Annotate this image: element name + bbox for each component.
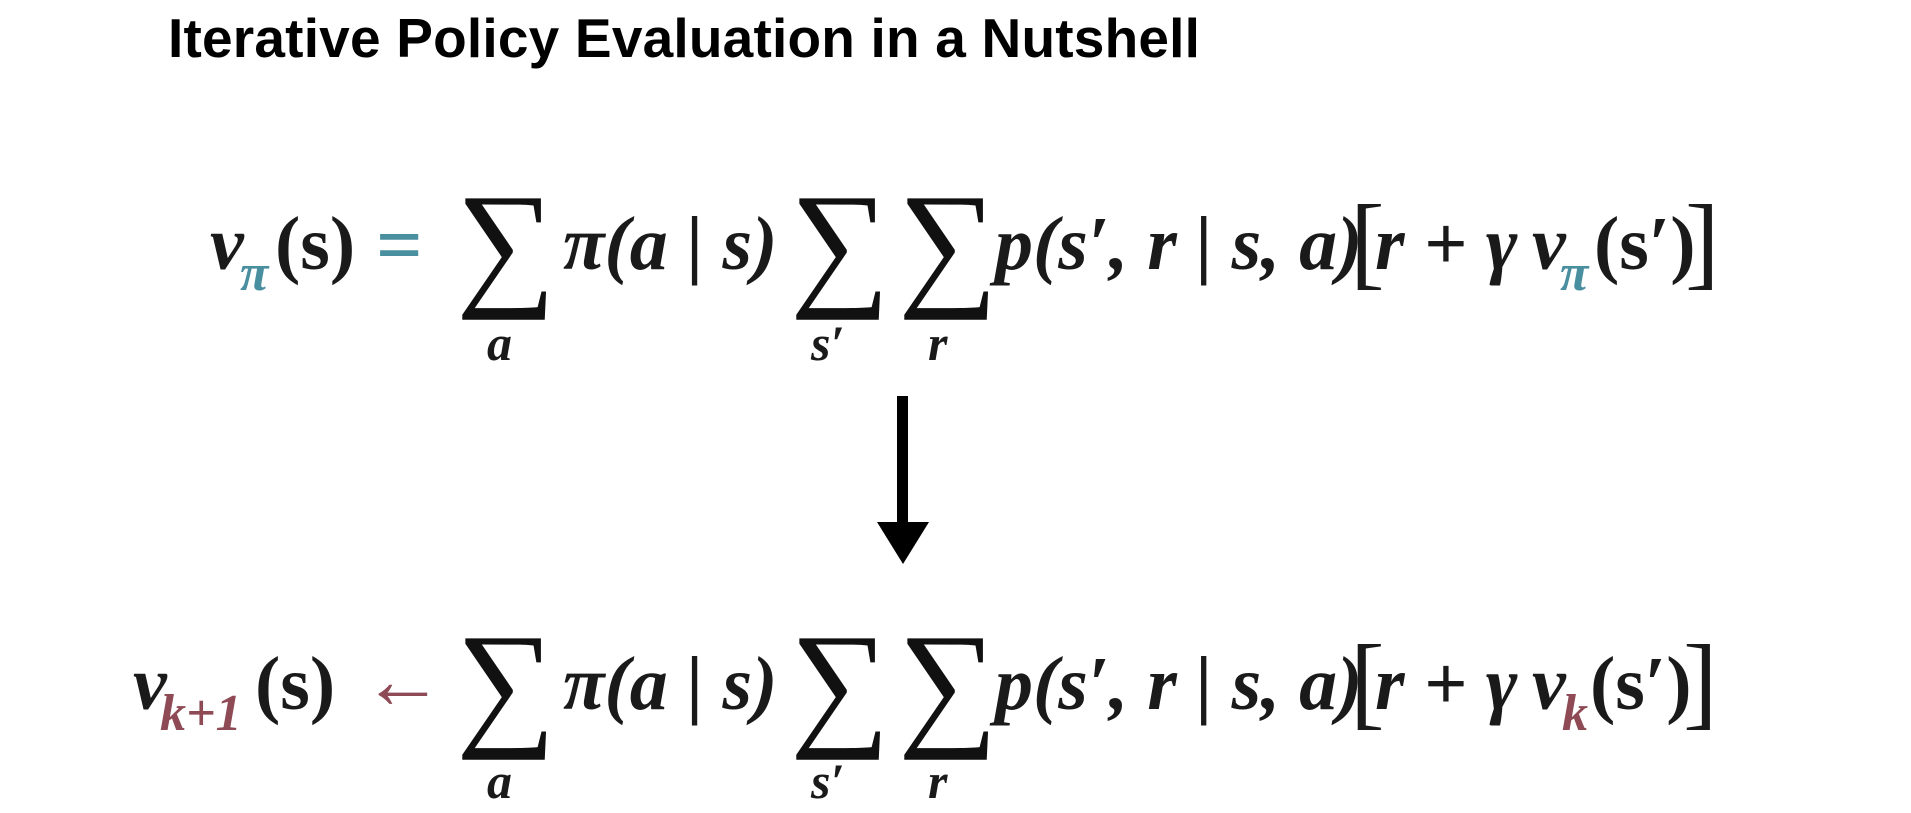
- down-arrow-icon: [877, 522, 929, 564]
- sum-index-r: r: [928, 315, 948, 371]
- iterative-update-equation: v k+1 (s) ← ∑ a π(a | s) ∑ s′ ∑ r p(s′, …: [0, 610, 1911, 813]
- sum-index-a: a: [487, 753, 512, 809]
- value-v: v: [1532, 642, 1566, 726]
- down-arrow-shaft: [897, 396, 908, 524]
- close-bracket: ]: [1685, 184, 1720, 299]
- close-bracket: ]: [1683, 624, 1718, 739]
- value-v: v: [1532, 202, 1566, 286]
- sum-over-s-prime-icon: ∑: [790, 166, 890, 321]
- open-bracket: [: [1350, 184, 1385, 299]
- sum-index-r: r: [928, 753, 948, 809]
- sum-over-a-icon: ∑: [456, 606, 556, 761]
- lhs-subscript-k-plus-1: k+1: [160, 685, 242, 742]
- lhs-v: v: [210, 202, 244, 286]
- policy-term: π(a | s): [563, 642, 778, 726]
- bellman-equation: v π (s) = ∑ a π(a | s) ∑ s′ ∑ r p(s′, r …: [0, 170, 1911, 390]
- sum-over-r-icon: ∑: [898, 606, 998, 761]
- lhs-v: v: [133, 642, 167, 726]
- open-bracket: [: [1350, 624, 1385, 739]
- lhs-subscript-pi: π: [240, 245, 269, 302]
- slide-title: Iterative Policy Evaluation in a Nutshel…: [168, 7, 1201, 69]
- value-subscript-k: k: [1562, 685, 1588, 742]
- assignment-arrow: ←: [362, 635, 444, 726]
- sum-index-a: a: [487, 315, 512, 371]
- value-subscript-pi: π: [1560, 245, 1589, 302]
- sum-over-r-icon: ∑: [898, 166, 998, 321]
- policy-term: π(a | s): [563, 202, 778, 286]
- sum-over-s-prime-icon: ∑: [790, 606, 890, 761]
- reward-term: r + γ: [1375, 202, 1518, 286]
- value-argument: (s′): [1590, 642, 1692, 726]
- dynamics-term: p(s′, r | s, a): [995, 202, 1363, 286]
- lhs-argument: (s): [255, 642, 336, 726]
- value-argument: (s′): [1594, 202, 1696, 286]
- reward-term: r + γ: [1375, 642, 1518, 726]
- sum-index-s-prime: s′: [811, 315, 845, 371]
- sum-index-s-prime: s′: [811, 753, 845, 809]
- dynamics-term: p(s′, r | s, a): [995, 642, 1363, 726]
- equals-sign: =: [376, 199, 423, 290]
- lhs-argument: (s): [275, 202, 356, 286]
- sum-over-a-icon: ∑: [456, 166, 556, 321]
